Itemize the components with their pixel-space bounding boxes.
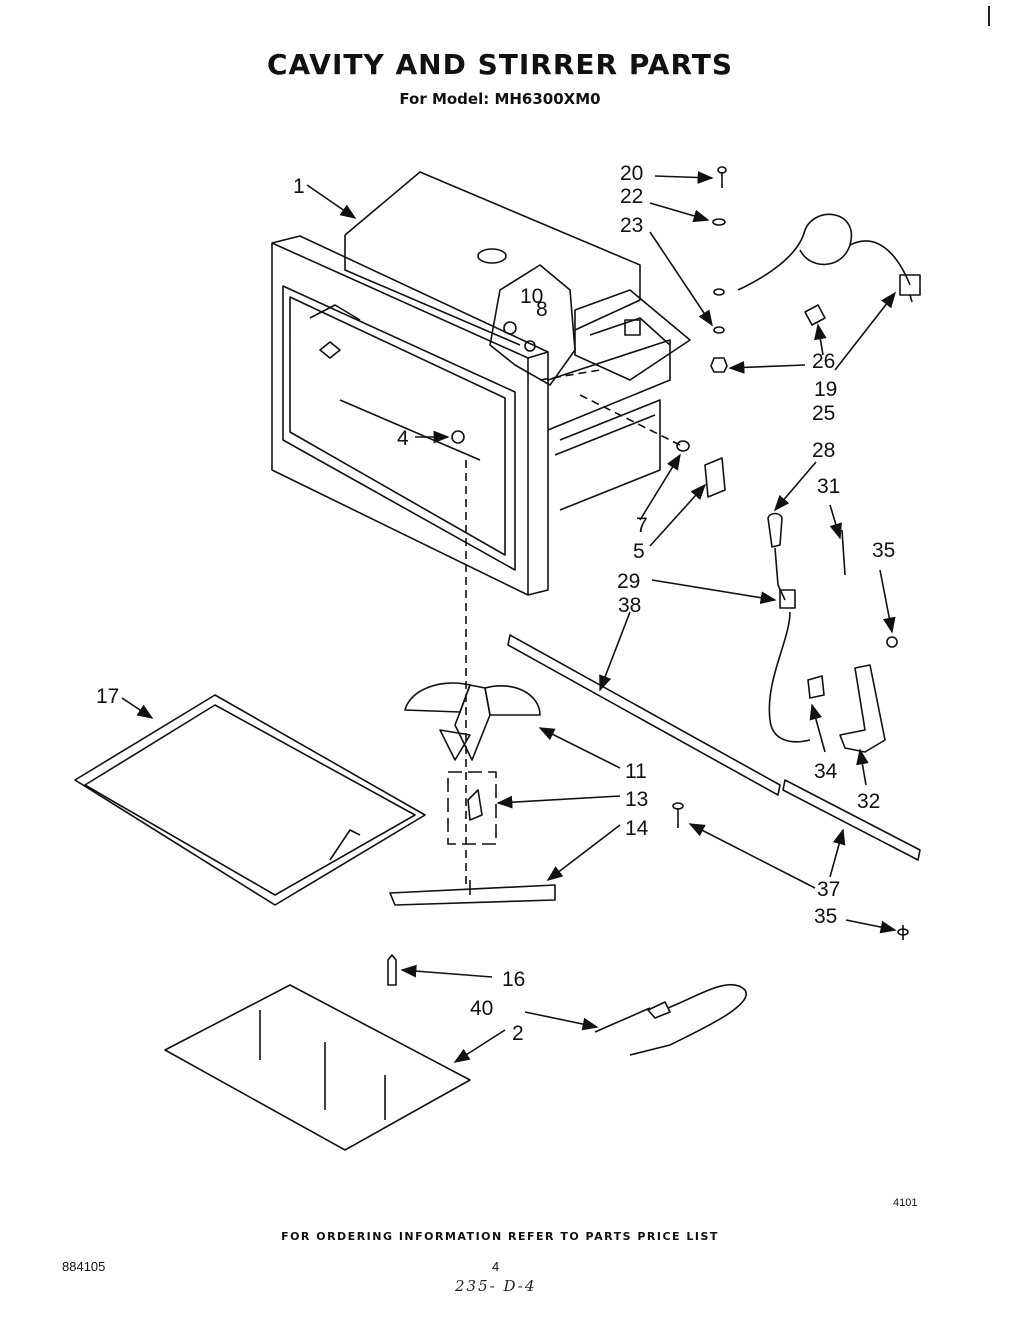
callout-37: 37	[817, 878, 840, 901]
callout-25: 25	[812, 402, 835, 425]
glass-tray	[164, 984, 471, 1151]
model-subtitle: For Model: MH6300XM0	[399, 90, 601, 108]
motor-bracket	[447, 771, 497, 845]
callout-16: 16	[502, 968, 525, 991]
callout-13: 13	[625, 788, 648, 811]
switch-5	[704, 457, 726, 498]
handwritten-note: 235- D-4	[455, 1277, 537, 1295]
callout-8: 8	[536, 298, 548, 321]
callout-4: 4	[397, 427, 409, 450]
callout-38: 38	[618, 594, 641, 617]
callout-28: 28	[812, 439, 835, 462]
mounting-rail-37	[782, 779, 921, 861]
drawing-number: 4101	[893, 1197, 918, 1209]
cord-clip	[804, 304, 826, 326]
callout-7: 7	[636, 514, 648, 537]
callout-29: 29	[617, 570, 640, 593]
hardware-stack	[710, 166, 728, 373]
callout-1: 1	[293, 175, 305, 198]
callout-31: 31	[817, 475, 840, 498]
edge-mark	[988, 6, 990, 26]
callout-2: 2	[512, 1022, 524, 1045]
callout-40: 40	[470, 997, 493, 1020]
callout-23: 23	[620, 214, 643, 237]
callout-22: 22	[620, 185, 643, 208]
callout-14: 14	[625, 817, 649, 840]
temperature-probe	[594, 984, 747, 1056]
callout-20: 20	[620, 162, 643, 185]
power-cord	[737, 213, 921, 303]
callout-32: 32	[857, 790, 880, 813]
document-number: 884105	[62, 1259, 106, 1274]
cavity-assembly	[271, 171, 671, 596]
callout-35: 35	[872, 539, 895, 562]
callout-19: 19	[814, 378, 837, 401]
top-box-component	[574, 289, 691, 381]
callout-35: 35	[814, 905, 837, 928]
callout-34: 34	[814, 760, 838, 783]
stirrer-blade	[404, 682, 541, 761]
mounting-plate	[489, 264, 576, 386]
washer-7	[676, 440, 690, 452]
callout-5: 5	[633, 540, 645, 563]
oven-shelf	[74, 694, 426, 906]
callout-17: 17	[96, 685, 119, 708]
lamp-assembly	[767, 512, 898, 753]
callout-26: 26	[812, 350, 835, 373]
callout-10: 10	[520, 285, 543, 308]
ordering-note: FOR ORDERING INFORMATION REFER TO PARTS …	[281, 1230, 719, 1243]
page-title: CAVITY AND STIRRER PARTS	[266, 48, 734, 81]
leader-lines	[121, 171, 897, 1063]
pivot-pin	[387, 954, 397, 986]
mounting-rail-38	[507, 634, 781, 796]
page-number: 4	[492, 1259, 500, 1274]
callout-11: 11	[625, 760, 647, 783]
stirrer-shaft	[389, 880, 556, 906]
